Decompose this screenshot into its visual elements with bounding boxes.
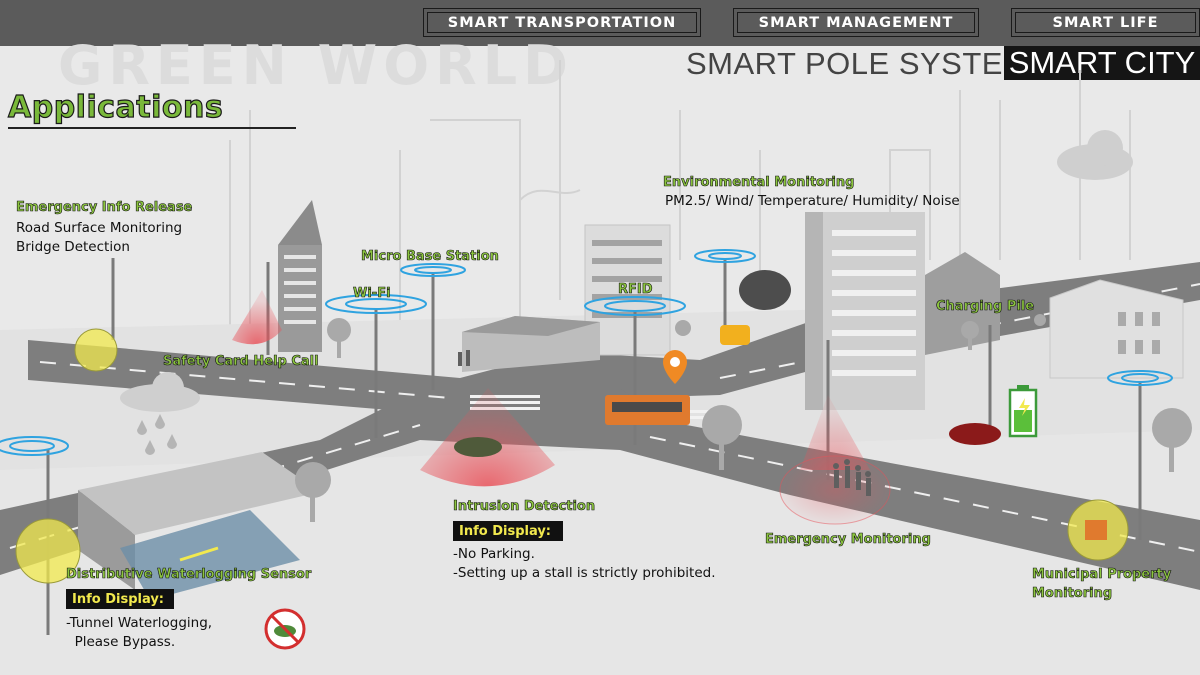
smart-city-title: SMART CITY [1004, 45, 1200, 80]
pedestrians [458, 350, 871, 496]
waterlogging-info-line-2: Please Bypass. [66, 634, 176, 650]
environmental-detail: PM2.5/ Wind/ Temperature/ Humidity/ Nois… [665, 193, 960, 209]
label-intrusion-detection: Intrusion Detection [453, 499, 596, 515]
nav-smart-management[interactable]: SMART MANAGEMENT [733, 8, 979, 37]
car-icon [454, 437, 502, 457]
top-navigation-bar: SMART TRANSPORTATION SMART MANAGEMENT SM… [0, 0, 1200, 46]
label-micro-base-station: Micro Base Station [361, 249, 500, 265]
background-watermark: GREEN WORLD [58, 34, 574, 97]
trees [295, 314, 1192, 522]
cloud-icon [1057, 130, 1133, 180]
waterlogging-info-line-1: -Tunnel Waterlogging, [66, 615, 213, 631]
road-surface-highlight [74, 328, 118, 372]
label-charging-pile: Charging Pile [936, 299, 1035, 315]
emergency-info-detail-2: Bridge Detection [16, 239, 130, 255]
label-emergency-monitoring: Emergency Monitoring [765, 532, 931, 548]
intrusion-info-line-2: -Setting up a stall is strictly prohibit… [453, 565, 716, 581]
applications-heading: Applications [7, 89, 224, 125]
smart-pole-system-title: SMART POLE SYSTEM [686, 46, 1030, 81]
label-rfid: RFID [618, 282, 653, 298]
label-safety-card-help-call: Safety Card Help Call [163, 354, 319, 370]
location-pin-icon [663, 350, 687, 384]
red-car-icon [949, 423, 1001, 445]
label-municipal-property-line-1: Municipal Property [1032, 567, 1172, 583]
label-distributive-waterlogging-sensor: Distributive Waterlogging Sensor [66, 567, 312, 583]
wireless-signal-rings [0, 249, 1173, 456]
battery-icon [1008, 385, 1038, 438]
nav-smart-life[interactable]: SMART LIFE [1011, 8, 1200, 37]
applications-underline [8, 127, 296, 129]
safety-call-cone [232, 290, 282, 345]
emergency-info-detail-1: Road Surface Monitoring [16, 220, 183, 236]
label-environmental-monitoring: Environmental Monitoring [663, 175, 855, 191]
label-municipal-property-line-2: Monitoring [1032, 586, 1113, 602]
rain-cloud-icon [120, 372, 200, 455]
no-parking-icon [264, 608, 306, 650]
label-emergency-info-release: Emergency Info Release [16, 200, 193, 216]
waterlogging-highlight [15, 518, 81, 584]
intrusion-info-display-badge: Info Display: [453, 521, 563, 541]
intrusion-detection-cone [420, 388, 555, 487]
tunnel [78, 452, 320, 600]
nav-smart-transportation[interactable]: SMART TRANSPORTATION [423, 8, 701, 37]
vehicles [454, 325, 1001, 457]
waterlogging-info-display-badge: Info Display: [66, 589, 174, 609]
intrusion-info-line-1: -No Parking. [453, 546, 535, 562]
smoke-cloud-icon [739, 270, 791, 310]
label-wifi: Wi-Fi [353, 286, 391, 302]
taxi-icon [720, 325, 750, 345]
buildings [278, 200, 1184, 410]
